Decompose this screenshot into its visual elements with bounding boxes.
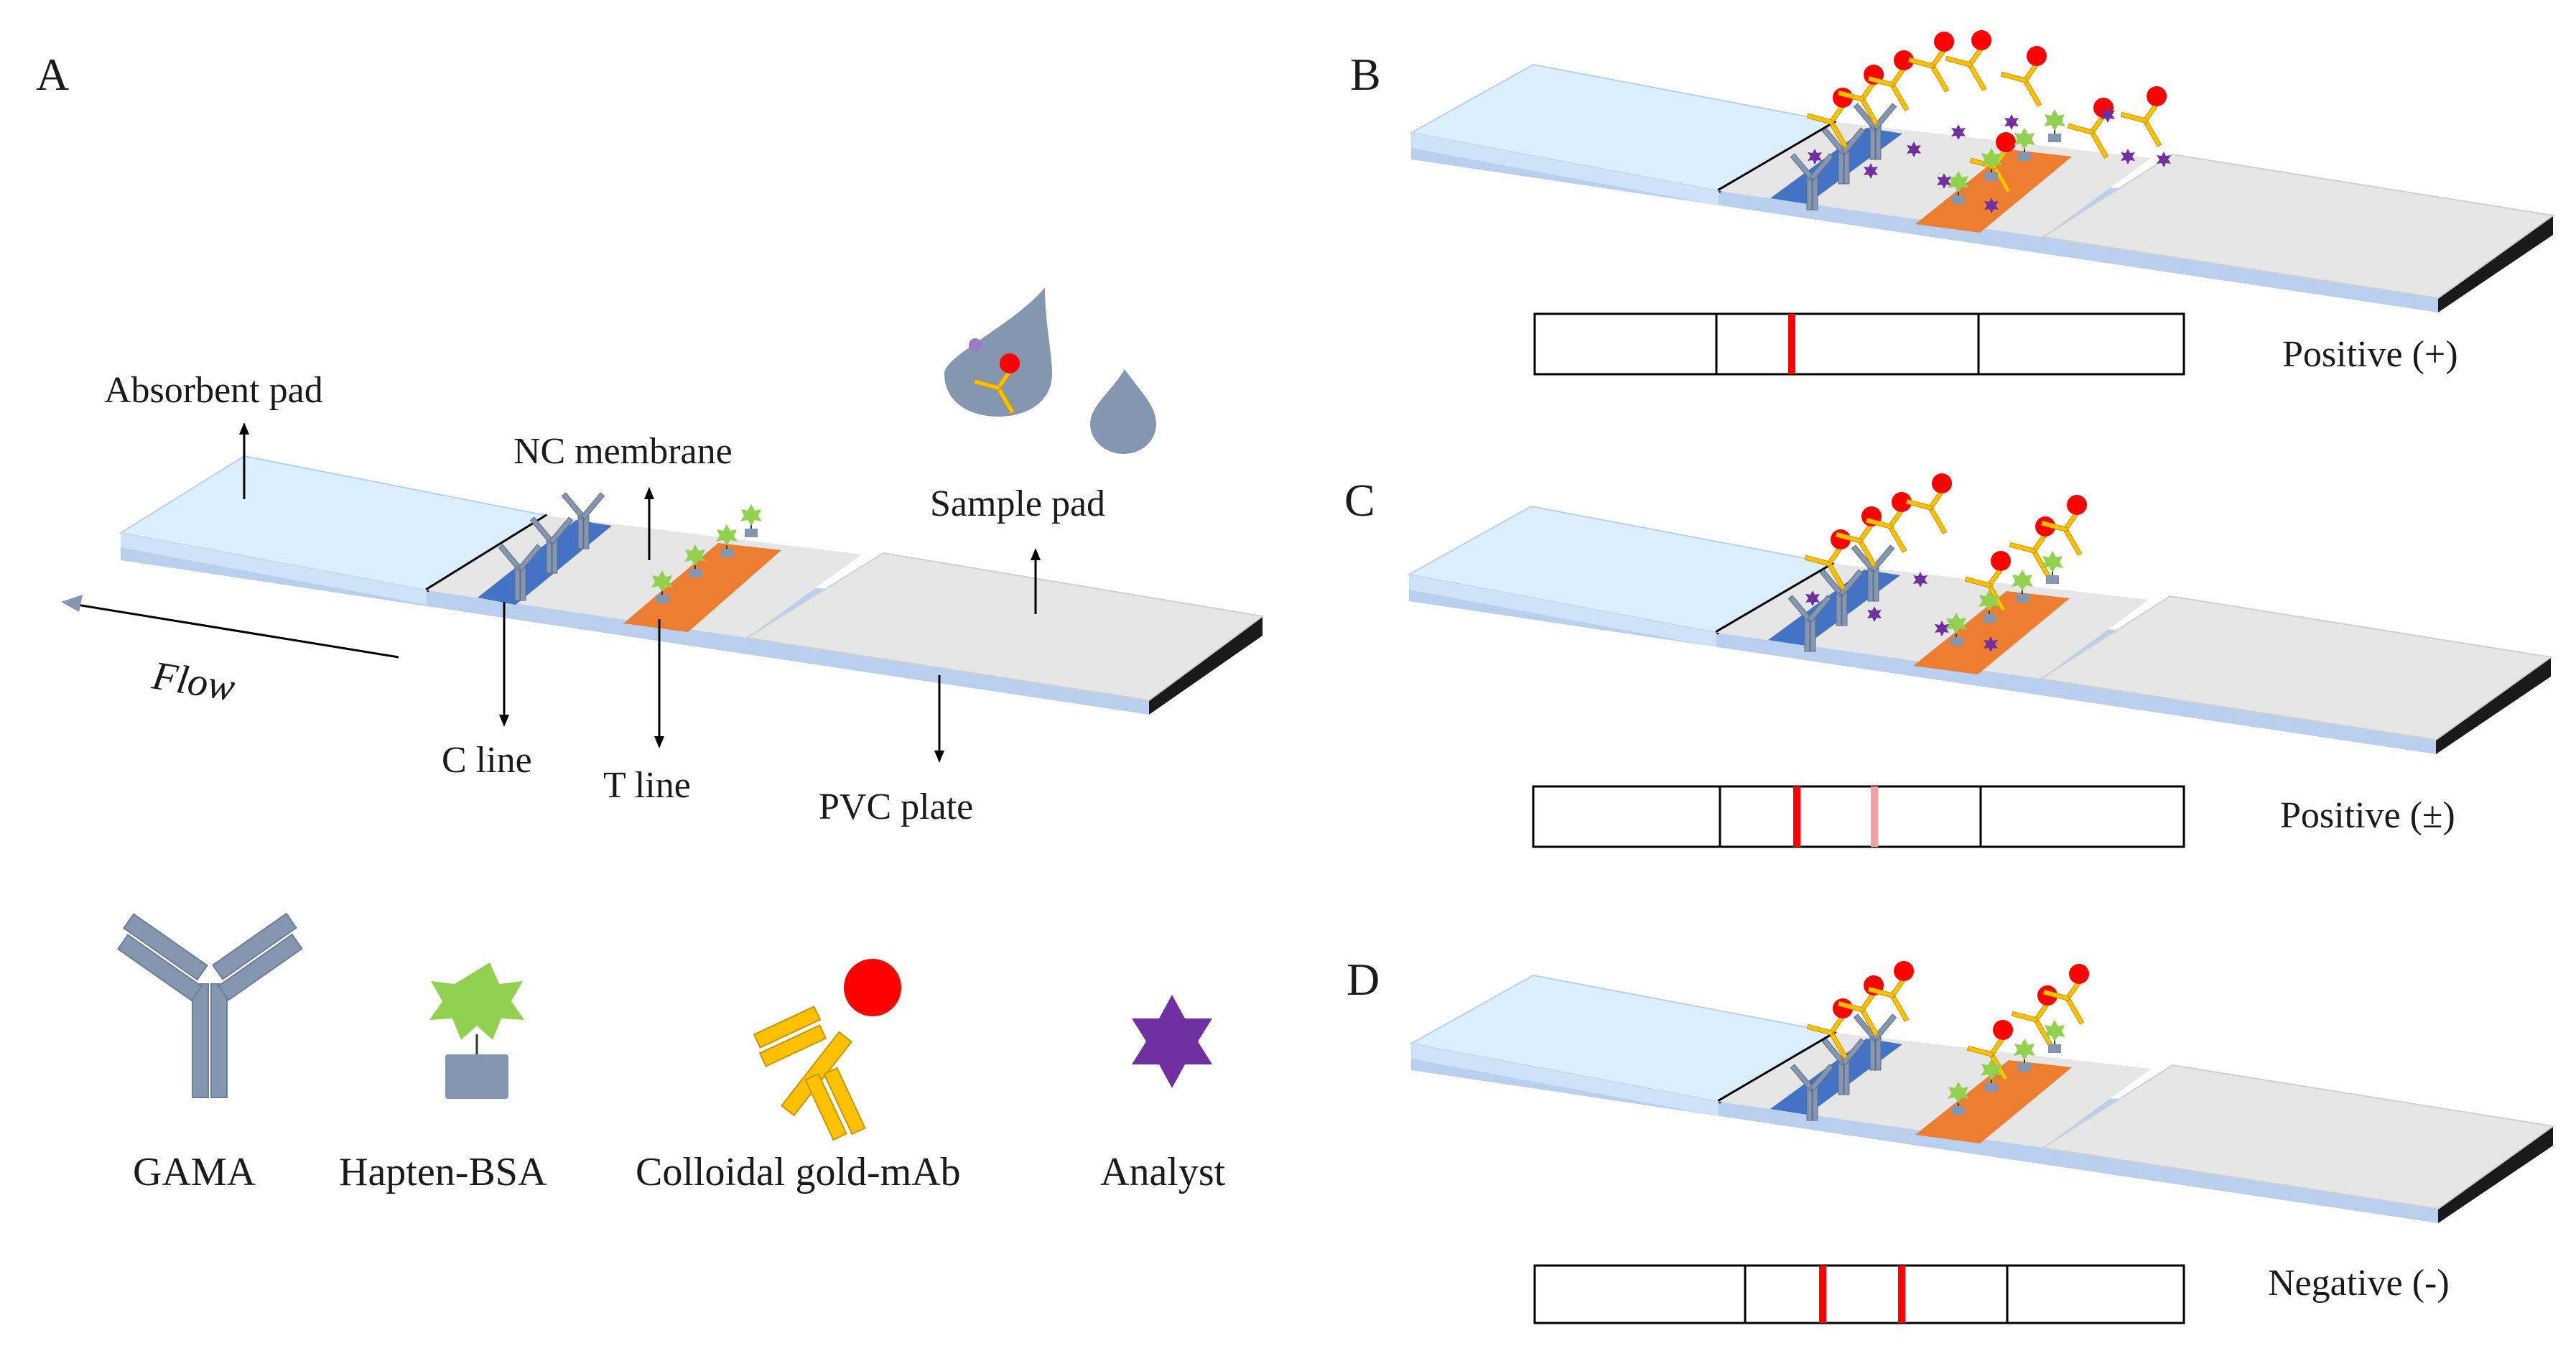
panel-b-label: B [1350,49,1381,100]
result-b-label: Positive (+) [2282,334,2458,375]
gold-mab [1835,506,1882,567]
result-c-label: Positive (±) [2280,795,2455,836]
strip-d [1409,960,2555,1223]
t-line-pointer-head [654,736,664,748]
sample-drops [944,287,1156,454]
pvc-plate-edge [2438,1126,2553,1223]
pvc-plate-edge [2438,215,2553,312]
pvc-plate-edge [2436,657,2551,754]
test-line-result [1898,1266,1905,1323]
gold-mab [1905,473,1953,534]
gold-mab [1837,975,1884,1036]
t-line [1913,591,2070,674]
test-line-result-faint [1871,786,1878,847]
flow-arrow [68,602,399,659]
result-window [1533,312,2185,376]
analyte [2004,114,2019,130]
result-window [1533,1264,2185,1324]
result-window [1532,785,2185,848]
panel-a-label: A [36,49,69,100]
c-line [1770,128,1902,204]
result-window-d [1533,1264,2185,1324]
sample-drop-small [1090,369,1156,454]
pvc-plate-edge [1149,616,1263,715]
strip-b [1409,29,2555,312]
absorbent-pad-side [121,533,427,605]
strip-a [118,455,1265,715]
pvc-plate-pointer-head [934,751,944,763]
panel-d-label: D [1347,954,1380,1005]
gold-mab [2042,963,2090,1025]
control-line-result [1788,314,1795,374]
flow-arrowhead [61,595,83,612]
c-line [1768,570,1900,646]
gold-mab [1837,64,1884,126]
control-line-result [1793,786,1800,847]
c-line-pointer-head [499,715,509,727]
gold-mab [2040,494,2088,556]
absorbent-pad-side [1411,133,1719,205]
gold-mab [2067,97,2114,159]
c-line [1770,1039,1902,1115]
nc-membrane-pointer-head [644,487,654,499]
absorbent-pad-label: Absorbent pad [104,370,323,411]
hapten-bsa [2043,108,2066,143]
sample-pad [2041,1064,2555,1210]
absorbent-pad-side [1411,1044,1719,1116]
gold-mab [1865,491,1912,553]
hapten-bsa [740,503,763,538]
hapten-bsa [2041,550,2064,585]
panel-c-label: C [1344,475,1375,526]
sample-pad-pointer-head [1031,548,1041,560]
gold-mab [1867,960,1915,1022]
legend: GAMA Hapten-BSA Colloidal gold-mAb Analy… [116,912,1226,1194]
analyst-legend-icon [1132,995,1212,1088]
nc-membrane [1719,122,2151,237]
c-line-label: C line [442,740,532,781]
t-line [1915,1060,2072,1143]
gama-legend-label: GAMA [133,1150,256,1194]
gold-mab-legend-label: Colloidal gold-mAb [636,1150,961,1194]
hapten-bsa-legend-label: Hapten-BSA [339,1150,547,1194]
result-d-label: Negative (-) [2268,1263,2450,1304]
t-line [623,543,781,632]
hapten-bsa-legend-icon [429,962,524,1099]
analyte-in-drop [969,338,982,351]
t-line-label: T line [603,765,691,806]
sample-drop-large [944,287,1052,417]
flow-label: Flow [149,653,238,710]
result-window-c [1532,785,2185,848]
gama-legend-icon [116,912,303,1098]
gold-mab [1907,31,1955,93]
sample-pad-label: Sample pad [930,483,1105,524]
sample-pad [2041,153,2555,300]
gold-mab [1867,50,1915,111]
sample-pad [745,552,1265,702]
absorbent-pad-pointer-head [239,422,249,435]
hapten-bsa [2043,1019,2066,1054]
pvc-plate-label: PVC plate [819,786,973,827]
result-window-b [1533,312,2185,376]
control-line-result [1819,1266,1826,1323]
t-line [1915,149,2072,233]
sample-pad [2039,595,2553,741]
nc-membrane [1719,1033,2151,1148]
gold-mab [2120,85,2167,147]
analyst-legend-label: Analyst [1100,1150,1226,1194]
gold-mab-legend-icon [753,959,901,1141]
absorbent-pad-side [1409,575,1716,647]
gold-mab [2000,45,2047,107]
nc-membrane-label: NC membrane [513,431,733,472]
nc-membrane [1716,564,2149,679]
strip-c [1407,473,2553,754]
